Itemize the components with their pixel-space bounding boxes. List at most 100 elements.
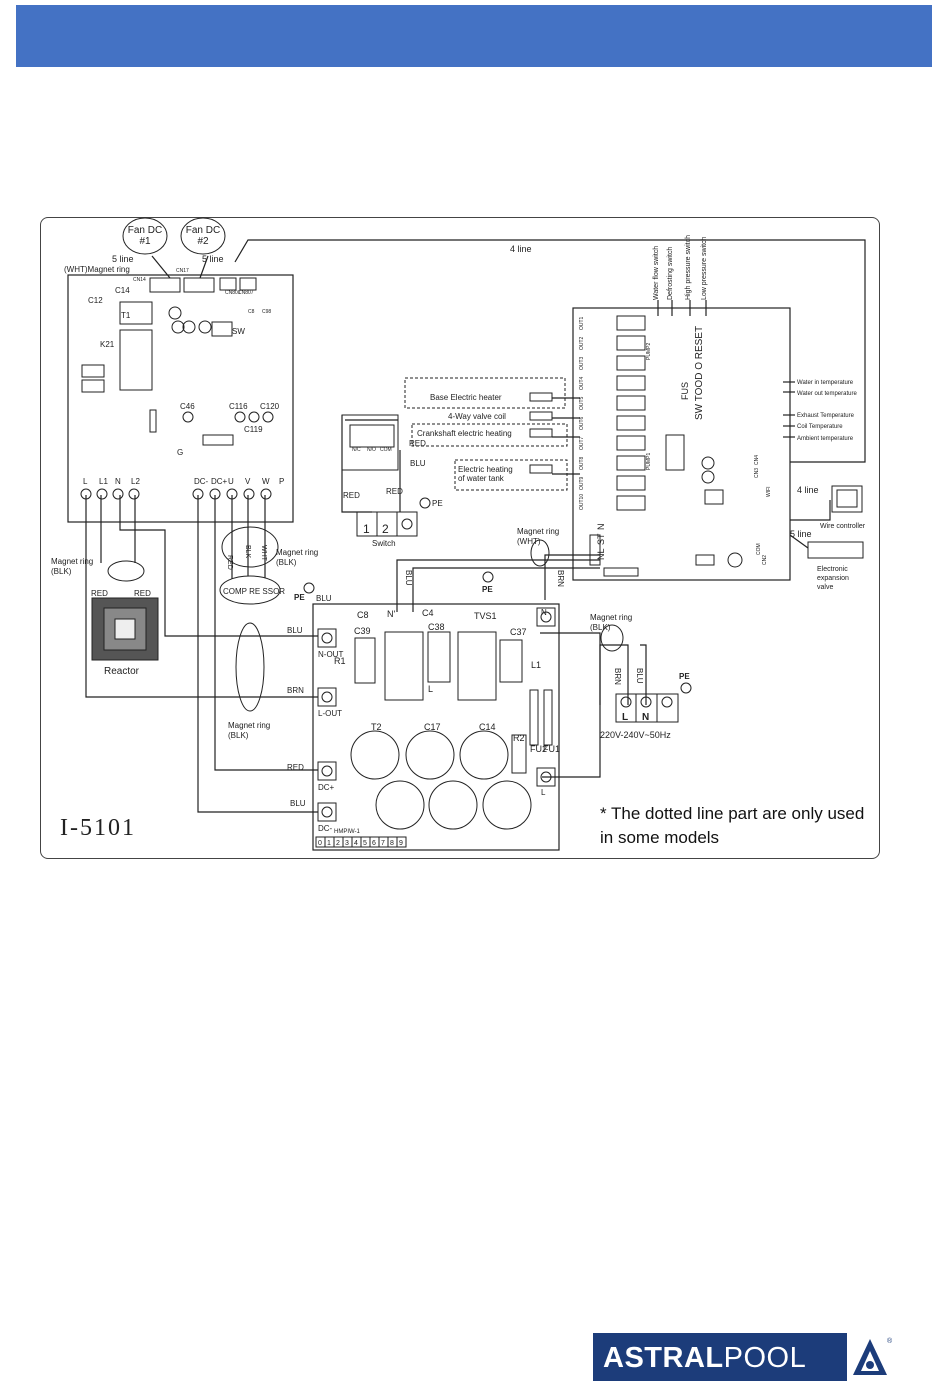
switch-label: Switch xyxy=(372,539,396,548)
strip-number-7: 7 xyxy=(381,840,385,847)
sensor-label-0: Water in temperature xyxy=(797,380,854,386)
terminal-st: ST xyxy=(596,533,606,545)
strip-number-6: 6 xyxy=(372,840,376,847)
component-label-sw: SW xyxy=(232,327,245,336)
control-output-6: OUT6 xyxy=(579,416,585,430)
main-pcb-terminal-screw-0 xyxy=(80,488,92,500)
control-wire-brn: BRN xyxy=(556,570,565,587)
filter-terminal-box-0 xyxy=(317,628,337,648)
control-output-7: OUT7 xyxy=(579,436,585,450)
filter-component-r1: R1 xyxy=(334,656,346,666)
fan-2-line: 5 line xyxy=(202,254,224,264)
reactor: Reactor RED RED xyxy=(91,589,159,677)
control-port-cn3: CN3 xyxy=(754,468,760,478)
power-terminal-l: L xyxy=(622,712,628,723)
logo-text-bold: ASTRAL xyxy=(603,1342,724,1374)
control-port-cn2: CN2 xyxy=(762,555,768,565)
component-label-t1: T1 xyxy=(121,311,131,320)
relay-no-label: N/O xyxy=(367,447,376,453)
main-pcb-terminal-screw-3 xyxy=(128,488,140,500)
load-label-0: Base Electric heater xyxy=(430,393,502,402)
component-label-g: G xyxy=(177,448,183,457)
strip-number-8: 8 xyxy=(390,840,394,847)
wire-controller: 4 line Wire controller xyxy=(797,485,866,530)
switch-ground-screw xyxy=(401,518,413,530)
main-pcb-terminal-right-screw-0 xyxy=(192,488,204,500)
component-label-c14: C14 xyxy=(115,286,130,295)
main-pcb-terminal-label-0: L xyxy=(83,477,88,486)
control-relay-10 xyxy=(616,495,646,511)
main-pcb-terminal-right-screw-4 xyxy=(260,488,272,500)
component-label-c46: C46 xyxy=(180,402,195,411)
sensor-label-4: Ambient temperature xyxy=(797,436,854,442)
astralpool-logo: ASTRALPOOL ® xyxy=(593,1333,893,1381)
control-pcb-fuse: FUS xyxy=(680,382,690,400)
control-port-wifi: WIFI xyxy=(766,486,772,497)
magnet-ring-wht-label: (WHT)Magnet ring xyxy=(64,265,130,274)
compressor-wire-blk: BLK xyxy=(244,545,251,559)
load-label-2: Crankshaft electric heating xyxy=(417,429,512,438)
filter-component-n': N' xyxy=(387,609,395,619)
switch-terminal-1: 1 xyxy=(363,522,370,536)
control-port-com: COM xyxy=(756,543,762,555)
main-pcb-terminal-label-3: L2 xyxy=(131,477,140,486)
four-line-label: 4 line xyxy=(510,244,532,254)
control-relay-2 xyxy=(616,335,646,351)
component-label-cn14: CN14 xyxy=(133,277,146,283)
main-pcb-terminal-right-label-3: V xyxy=(245,477,251,486)
filter-component-l1: L1 xyxy=(531,660,541,670)
filter-component-c38: C38 xyxy=(428,622,445,632)
wire-label-red: RED xyxy=(287,763,304,772)
filter-terminal-label-5: L xyxy=(541,788,546,797)
strip-number-4: 4 xyxy=(354,840,358,847)
control-relay-1 xyxy=(616,315,646,331)
component-label-c116: C116 xyxy=(229,402,248,411)
control-relay-8 xyxy=(616,455,646,471)
terminal-nl: NL xyxy=(596,548,606,560)
relay-nc-label: N/C xyxy=(352,447,361,453)
relay-com-label: COM xyxy=(380,447,392,453)
filter-terminal-box-5 xyxy=(536,767,556,787)
main-pcb-terminal-right-screw-1 xyxy=(209,488,221,500)
wire-label-blu-3: BLU xyxy=(316,594,332,603)
control-output-1: OUT1 xyxy=(579,316,585,330)
load-label-1: 4-Way valve coil xyxy=(448,412,506,421)
main-pcb-terminal-right-label-5: P xyxy=(279,477,284,486)
component-label-k21: K21 xyxy=(100,340,115,349)
power-terminal: L N BRN BLU PE 220V-240V~50Hz xyxy=(600,668,692,740)
wire-label-brn: BRN xyxy=(287,686,304,695)
expansion-valve-line: 5 line xyxy=(790,529,812,539)
compressor-label: COMP RE SSOR xyxy=(223,587,285,596)
component-label-cn801: CN801 xyxy=(225,290,241,296)
main-pcb-terminal-right-screw-3 xyxy=(243,488,255,500)
terminal-n: N xyxy=(596,524,606,531)
filter-component-c17: C17 xyxy=(424,722,441,732)
filter-terminal-box-4 xyxy=(536,607,556,627)
control-pe: PE xyxy=(482,585,493,594)
control-port-pump2: PUMP2 xyxy=(646,343,652,360)
component-label-c8: C8 xyxy=(248,309,255,315)
component-label-cn807: CN807 xyxy=(238,290,254,296)
filter-terminal-label-2: DC+ xyxy=(318,783,335,792)
header-band xyxy=(16,5,932,67)
load-element-0 xyxy=(529,392,553,402)
switch-terminal-2: 2 xyxy=(382,522,389,536)
switch: 1 2 Switch RED RED PE xyxy=(343,487,443,548)
control-terminals: NL ST N BLU BRN PE xyxy=(404,524,606,595)
filter-component-c39: C39 xyxy=(354,626,371,636)
load-element-2 xyxy=(529,428,553,438)
filter-terminal-box-2 xyxy=(317,761,337,781)
filter-terminal-screw-2 xyxy=(321,765,333,777)
filter-terminal-label-0: N-OUT xyxy=(318,650,343,659)
dotted-load-boxes xyxy=(404,377,568,491)
main-pcb-terminal-right-label-2: U xyxy=(228,477,234,486)
